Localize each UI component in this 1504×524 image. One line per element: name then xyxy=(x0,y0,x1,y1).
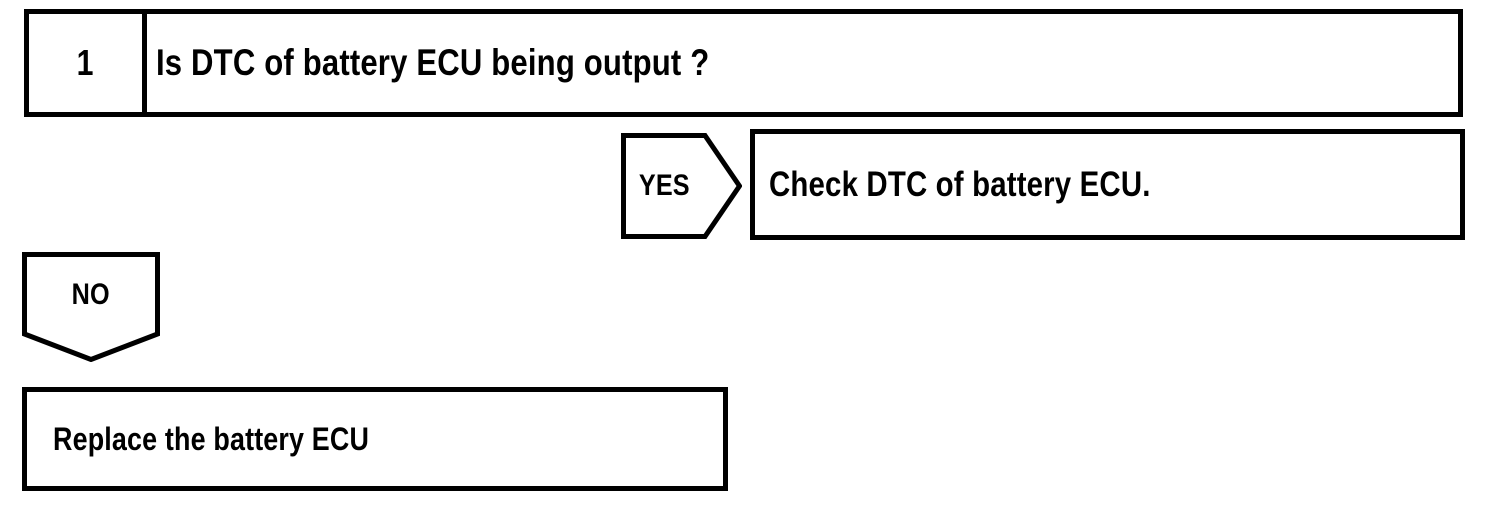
yes-connector: YES xyxy=(621,133,742,239)
arrow-down-pentagon-icon xyxy=(22,252,160,362)
yes-label-area: YES xyxy=(621,133,708,239)
step-number: 1 xyxy=(76,42,94,83)
yes-label: YES xyxy=(639,169,690,202)
step-number-cell: 1 xyxy=(29,14,147,112)
no-connector: NO xyxy=(22,252,160,362)
no-action-text: Replace the battery ECU xyxy=(53,420,370,457)
no-label-area: NO xyxy=(22,252,160,337)
step-question-text: Is DTC of battery ECU being output ? xyxy=(156,42,710,83)
step-question-cell: Is DTC of battery ECU being output ? xyxy=(147,42,1458,84)
yes-action-box: Check DTC of battery ECU. xyxy=(750,129,1465,240)
arrow-right-pentagon-icon xyxy=(621,133,742,239)
step-box: 1 Is DTC of battery ECU being output ? xyxy=(24,9,1463,117)
no-action-box: Replace the battery ECU xyxy=(22,387,728,491)
no-label: NO xyxy=(71,277,111,311)
yes-action-text: Check DTC of battery ECU. xyxy=(769,164,1151,204)
